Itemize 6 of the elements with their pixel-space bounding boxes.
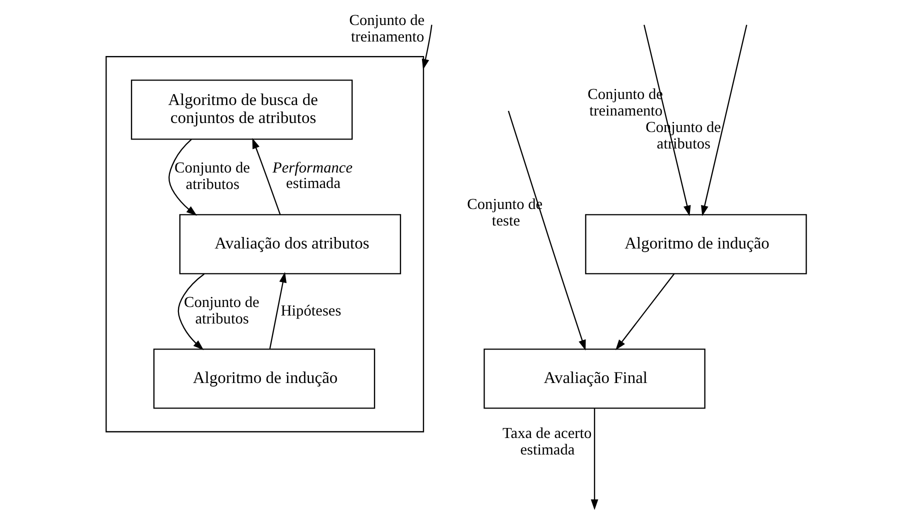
edge-label: Performance estimada [272, 160, 352, 192]
edge-label: Taxa de acerto estimada [502, 424, 592, 458]
edge-label: Conjunto de treinamento [348, 12, 424, 46]
edge-label: Hipóteses [280, 302, 341, 320]
edge-label: Conjunto de atributos [174, 160, 250, 194]
edge-label: Conjunto de atributos [184, 294, 259, 328]
